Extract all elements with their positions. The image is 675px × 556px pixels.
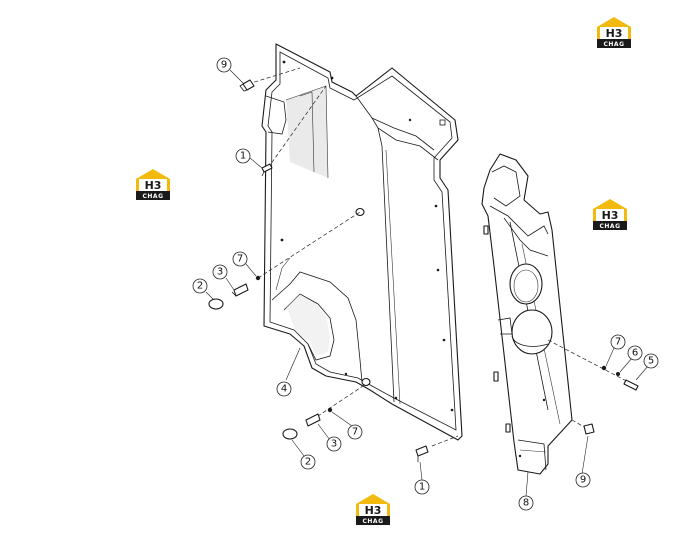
screw-1-lower bbox=[415, 445, 429, 462]
svg-text:1: 1 bbox=[419, 482, 425, 493]
svg-text:3: 3 bbox=[331, 439, 337, 450]
svg-text:1: 1 bbox=[240, 151, 246, 162]
svg-text:7: 7 bbox=[352, 427, 358, 438]
right-duct-panel bbox=[481, 153, 573, 475]
callouts: 9 1 7 3 2 4 3 7 2 1 7 6 5 9 8 bbox=[192, 57, 659, 511]
left-side-panel bbox=[261, 43, 463, 441]
screw-3-lower bbox=[305, 413, 321, 427]
svg-text:6: 6 bbox=[632, 348, 638, 359]
screw-3-upper bbox=[231, 283, 249, 297]
svg-text:CHAG: CHAG bbox=[363, 518, 384, 525]
leader-lines bbox=[205, 69, 649, 497]
clip-9-lower bbox=[583, 423, 595, 435]
callout-5: 5 bbox=[643, 353, 659, 369]
svg-text:9: 9 bbox=[221, 60, 227, 71]
svg-text:8: 8 bbox=[523, 498, 529, 509]
watermark-logo-bottom: H3 CHAG bbox=[356, 494, 390, 525]
svg-text:H3: H3 bbox=[602, 209, 619, 222]
callout-8: 8 bbox=[518, 495, 534, 511]
svg-text:CHAG: CHAG bbox=[143, 193, 164, 200]
watermark-logo-top-right: H3 CHAG bbox=[597, 17, 631, 48]
svg-text:H3: H3 bbox=[145, 179, 162, 192]
svg-text:7: 7 bbox=[237, 254, 243, 265]
callout-7-top: 7 bbox=[232, 251, 248, 267]
svg-text:4: 4 bbox=[281, 384, 287, 395]
svg-text:2: 2 bbox=[305, 457, 311, 468]
svg-text:2: 2 bbox=[197, 281, 203, 292]
callout-9-top: 9 bbox=[216, 57, 232, 73]
fasteners bbox=[208, 79, 639, 462]
callout-9-bottom: 9 bbox=[575, 472, 591, 488]
svg-text:H3: H3 bbox=[606, 27, 623, 40]
svg-text:9: 9 bbox=[580, 475, 586, 486]
callout-7-bottom: 7 bbox=[347, 424, 363, 440]
bolt-5 bbox=[623, 379, 639, 391]
callout-3-bottom: 3 bbox=[326, 436, 342, 452]
svg-text:CHAG: CHAG bbox=[604, 41, 625, 48]
callout-1-bottom: 1 bbox=[414, 479, 430, 495]
callout-7-right: 7 bbox=[610, 334, 626, 350]
callout-3-top: 3 bbox=[212, 264, 228, 280]
screw-1-upper bbox=[261, 163, 273, 177]
svg-text:CHAG: CHAG bbox=[600, 223, 621, 230]
callout-6: 6 bbox=[627, 345, 643, 361]
callout-1-top: 1 bbox=[235, 148, 251, 164]
callout-2-bottom: 2 bbox=[300, 454, 316, 470]
callout-4: 4 bbox=[276, 381, 292, 397]
svg-text:H3: H3 bbox=[365, 504, 382, 517]
clip-9-upper bbox=[239, 79, 255, 92]
callout-2-top: 2 bbox=[192, 278, 208, 294]
svg-text:3: 3 bbox=[217, 267, 223, 278]
svg-text:7: 7 bbox=[615, 337, 621, 348]
watermark-logo-right: H3 CHAG bbox=[593, 199, 627, 230]
svg-text:5: 5 bbox=[648, 356, 654, 367]
watermark-logo-left: H3 CHAG bbox=[136, 169, 170, 200]
